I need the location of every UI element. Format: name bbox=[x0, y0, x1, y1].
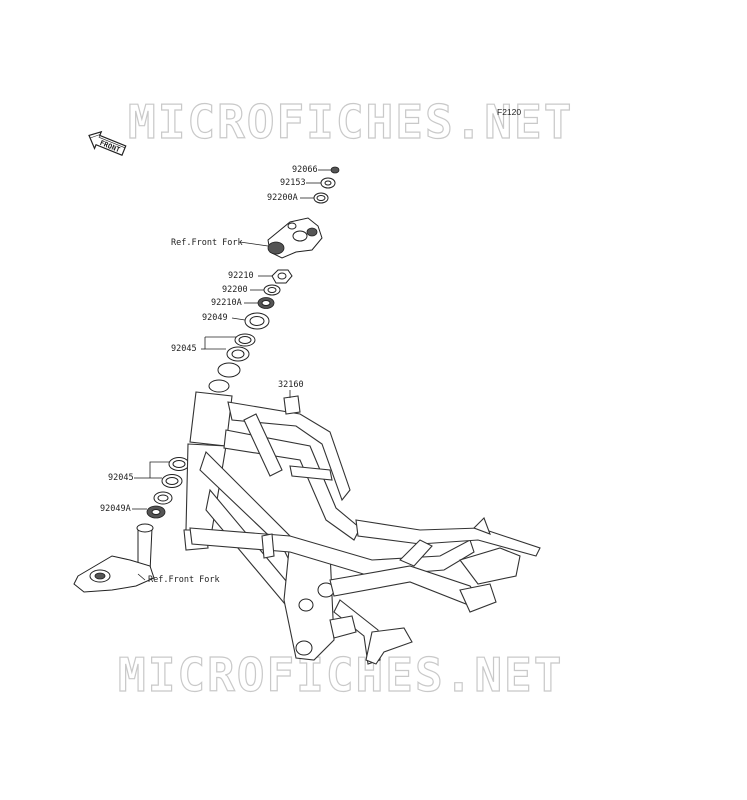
part-92210A-nut bbox=[257, 297, 275, 309]
lower-triple-clamp bbox=[73, 523, 155, 593]
label-92066: 92066 bbox=[292, 165, 318, 175]
part-92049A-seal bbox=[146, 491, 173, 519]
label-92210: 92210 bbox=[228, 271, 254, 281]
part-92153-nut bbox=[320, 177, 336, 189]
label-ref-front-fork-bottom: Ref.Front Fork bbox=[148, 575, 220, 585]
label-92049: 92049 bbox=[202, 313, 228, 323]
part-92045-bearing-lower bbox=[161, 457, 190, 488]
figure-id: F2120 bbox=[497, 107, 522, 117]
label-32160: 32160 bbox=[278, 380, 304, 390]
label-92153: 92153 bbox=[280, 178, 306, 188]
label-92200A: 92200A bbox=[267, 193, 298, 203]
part-92049-seal bbox=[244, 312, 270, 330]
part-92200A-washer bbox=[313, 192, 329, 204]
part-92200-washer bbox=[263, 284, 281, 296]
front-badge-text: FRONT bbox=[99, 139, 122, 154]
upper-triple-clamp bbox=[267, 217, 323, 259]
label-92200: 92200 bbox=[222, 285, 248, 295]
watermark-bottom: MICROFICHES.NET bbox=[117, 647, 564, 702]
front-arrow-icon: FRONT bbox=[88, 130, 127, 156]
label-ref-front-fork-top: Ref.Front Fork bbox=[171, 238, 243, 248]
part-92066-cap bbox=[330, 166, 340, 174]
main-frame bbox=[183, 391, 541, 665]
label-92049A: 92049A bbox=[100, 504, 131, 514]
label-92210A: 92210A bbox=[211, 298, 242, 308]
part-92045-bearing-upper bbox=[226, 333, 256, 362]
label-92045-top: 92045 bbox=[171, 344, 197, 354]
watermark-top: MICROFICHES.NET bbox=[127, 94, 574, 149]
label-92045-bottom: 92045 bbox=[108, 473, 134, 483]
part-92210-nut bbox=[271, 269, 293, 284]
leader-lines bbox=[132, 169, 331, 581]
steering-head-race bbox=[208, 362, 241, 393]
